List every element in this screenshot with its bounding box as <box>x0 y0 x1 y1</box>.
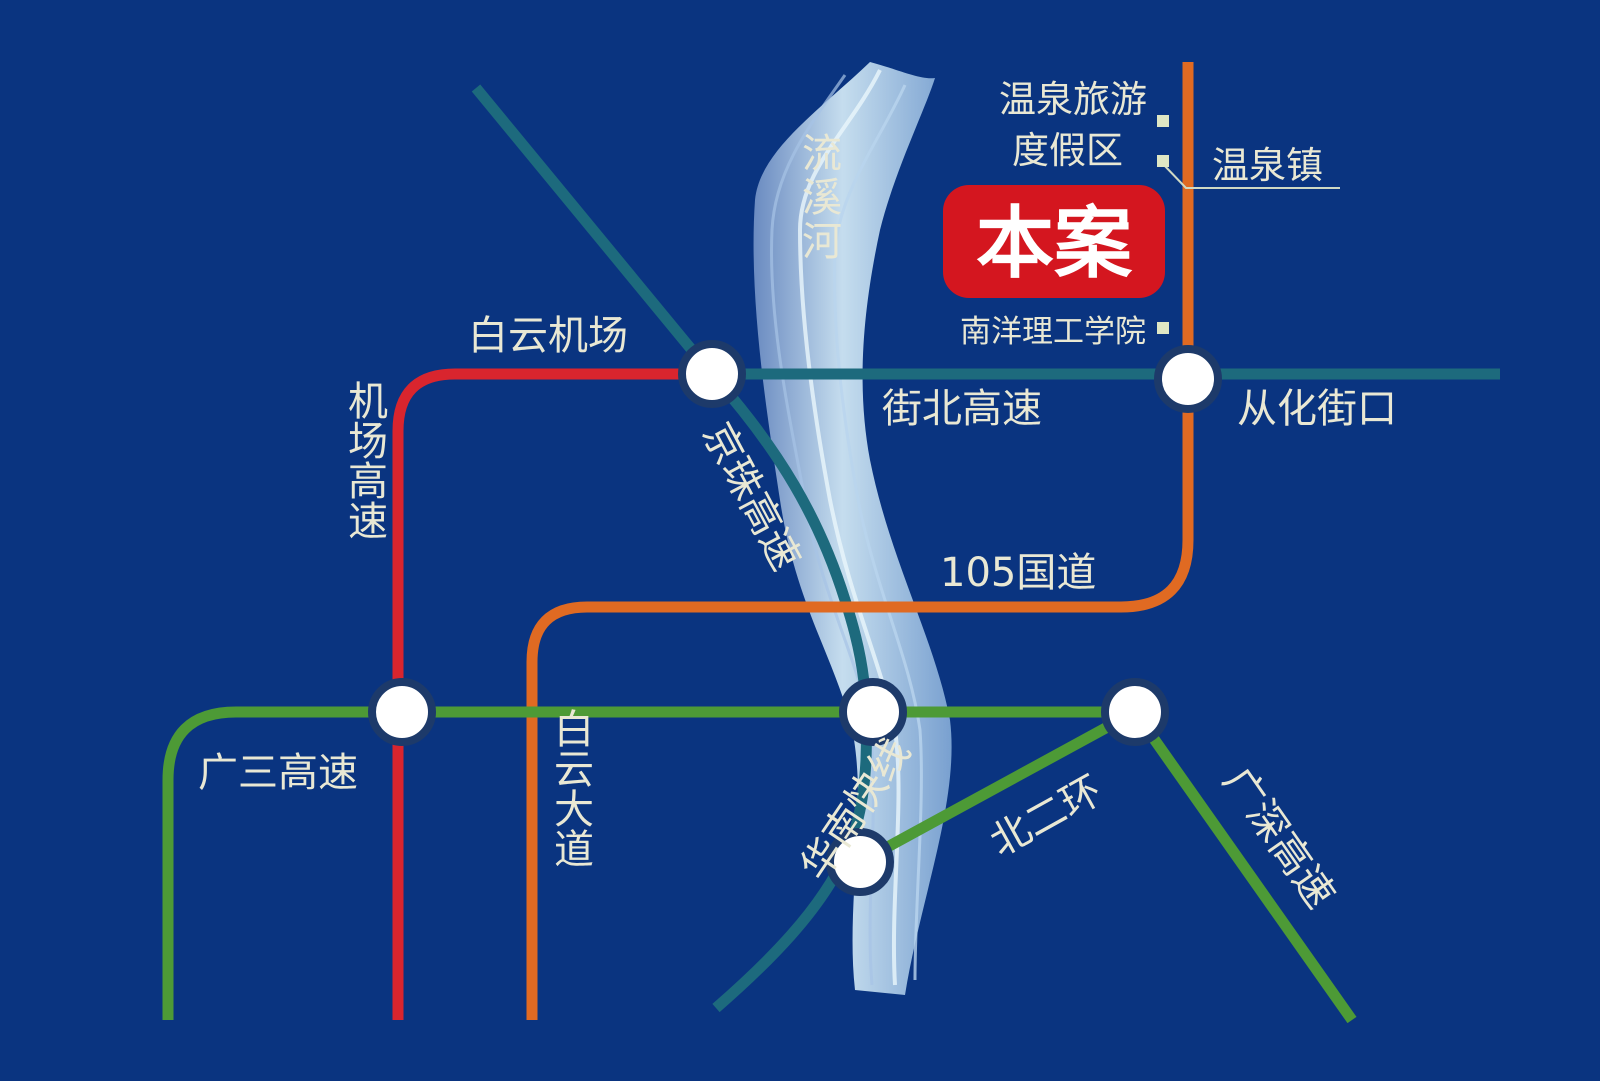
project-badge <box>943 185 1165 298</box>
conghua-jiekou-label: 从化街口 <box>1237 386 1397 432</box>
baiyun-airport-label: 白云机场 <box>468 313 628 359</box>
interchange-huanan <box>826 828 894 896</box>
jiebei-expressway-label: 街北高速 <box>882 386 1042 432</box>
interchange-conghua-jiekou <box>1154 345 1222 413</box>
airport-expressway-line <box>392 368 710 1020</box>
hot-spring-resort-label-line1: 温泉旅游 <box>999 78 1147 121</box>
national-road-105-label: 105国道 <box>940 550 1096 596</box>
interchange-baiyun-airport <box>678 340 746 408</box>
hot-spring-town-leader <box>1161 162 1340 189</box>
hot-spring-resort-marker <box>1157 115 1169 127</box>
guangsan-expressway-label: 广三高速 <box>198 750 358 796</box>
nanyang-institute-label: 南洋理工学院 <box>960 314 1146 350</box>
airport-expressway-label: 机场高速 <box>341 380 387 540</box>
project-badge-text: 本案 <box>976 199 1133 289</box>
interchange-guangsan-jingzhu <box>839 678 907 746</box>
interchange-north-ring-guangshen <box>1101 678 1169 746</box>
interchange-guangsan-airport <box>368 678 436 746</box>
baiyun-avenue-label: 白云大道 <box>547 708 593 868</box>
river-label: 流溪河 <box>795 132 841 264</box>
guangshen-expressway-line <box>1130 708 1357 1024</box>
hot-spring-resort-label-line2: 度假区 <box>1012 129 1123 172</box>
guangsan-expressway-line <box>162 706 1135 1020</box>
national-road-105-line <box>526 62 1194 1020</box>
hot-spring-town-label: 温泉镇 <box>1212 144 1323 187</box>
nanyang-institute-marker <box>1157 322 1169 334</box>
hot-spring-town-marker <box>1157 155 1169 167</box>
north-second-ring-line <box>857 707 1138 867</box>
